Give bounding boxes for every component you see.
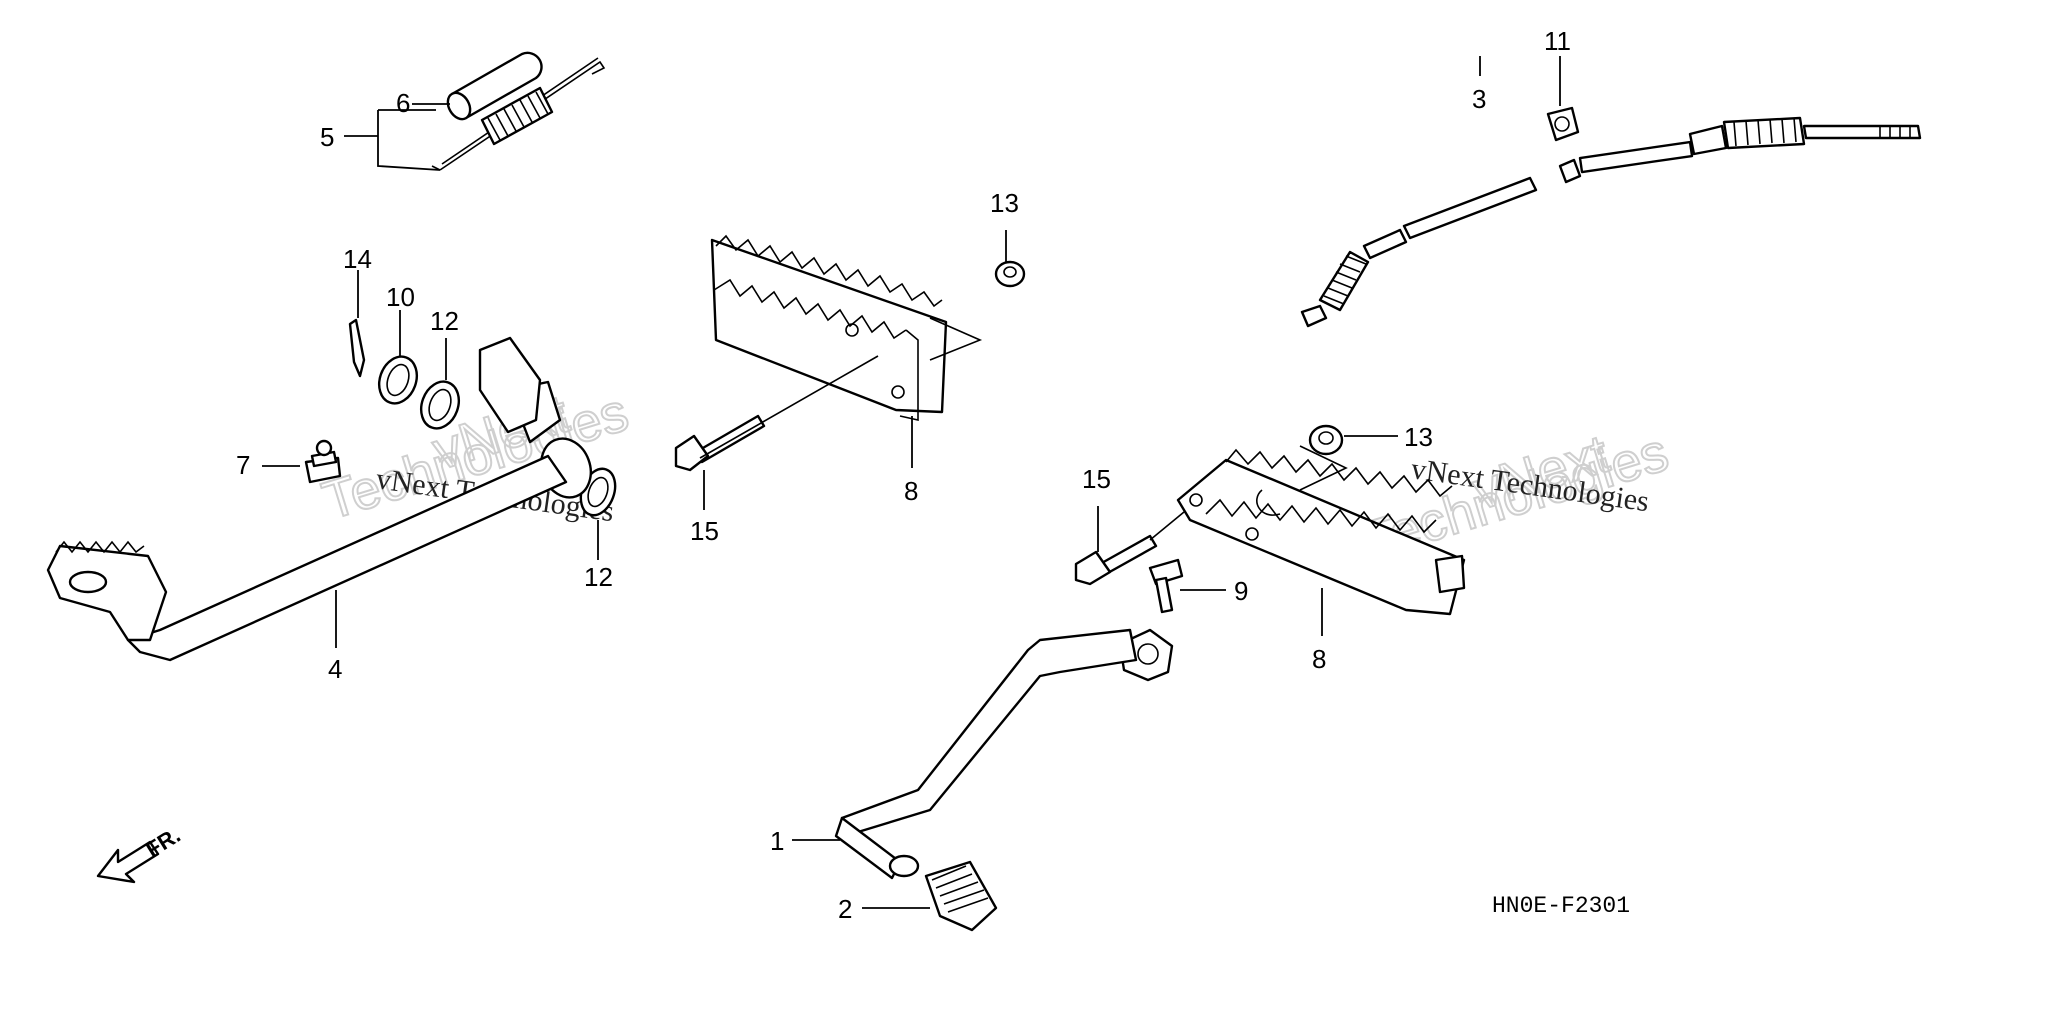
- callout-3: 3: [1472, 84, 1486, 114]
- bolt-left: [674, 414, 766, 472]
- footpeg-right: [1176, 445, 1466, 616]
- footpeg-left: [710, 234, 983, 421]
- washer-10: [377, 355, 419, 405]
- washer-12-upper: [419, 380, 461, 430]
- leader-lines: [262, 56, 1561, 909]
- callout-15b: 15: [1082, 464, 1111, 494]
- callout-10: 10: [386, 282, 415, 312]
- callout-11: 11: [1544, 26, 1571, 56]
- callout-6: 6: [396, 88, 410, 118]
- spring-assembly: [431, 51, 606, 171]
- front-direction-arrow: FR.: [96, 822, 185, 884]
- callout-labels: 5 6 14 10 12 7 4 12 15 8 13 3 11 13 15 9…: [236, 26, 1571, 924]
- callout-2: 2: [838, 894, 852, 924]
- callout-13a: 13: [990, 188, 1019, 218]
- nut-right: [1308, 424, 1344, 456]
- nut-left: [994, 260, 1026, 288]
- callout-12a: 12: [430, 306, 459, 336]
- callout-9: 9: [1234, 576, 1248, 606]
- cable-clip: [1546, 106, 1580, 142]
- callout-7: 7: [236, 450, 250, 480]
- callout-15a: 15: [690, 516, 719, 546]
- callout-8b: 8: [1312, 644, 1326, 674]
- callout-14: 14: [343, 244, 372, 274]
- spring-coil: [480, 86, 554, 146]
- cable-assembly: [1300, 106, 1922, 328]
- grease-fitting: [304, 439, 342, 484]
- bolt-9: [1148, 558, 1184, 614]
- callout-5: 5: [320, 122, 334, 152]
- shift-rubber: [924, 860, 998, 932]
- bolt-right: [1074, 534, 1158, 586]
- callout-1: 1: [770, 826, 784, 856]
- sleeve-tube: [446, 51, 543, 121]
- cotter-pin: [348, 318, 366, 378]
- callout-13b: 13: [1404, 422, 1433, 452]
- diagram-code: HN0E-F2301: [1492, 893, 1630, 919]
- callout-8a: 8: [904, 476, 918, 506]
- callout-12b: 12: [584, 562, 613, 592]
- shift-lever: [834, 628, 1174, 880]
- callout-4: 4: [328, 654, 342, 684]
- brake-pedal: [46, 336, 592, 662]
